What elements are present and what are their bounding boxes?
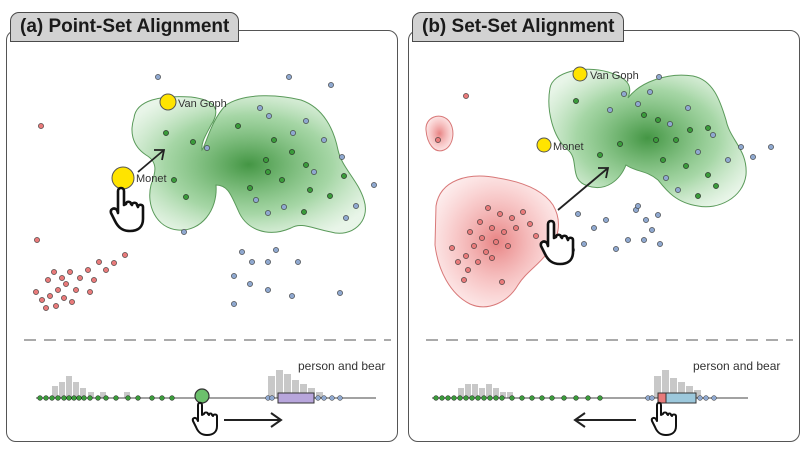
highlight-point-bottom[interactable] (536, 137, 552, 153)
green-points (573, 98, 719, 199)
highlight-point-top[interactable] (159, 93, 177, 111)
panel-title: (b) Set-Set Alignment (412, 12, 625, 42)
arrow-icon (224, 412, 283, 428)
point-label-bottom: Monet (136, 173, 167, 185)
green-cluster-region[interactable] (131, 95, 366, 234)
embedding-view: Van Goph Monet person and bear (425, 66, 793, 436)
histogram-caption: person and bear (298, 359, 385, 373)
arrow-icon (137, 149, 166, 173)
point-label-top: Van Goph (590, 70, 639, 82)
histogram-caption: person and bear (693, 359, 780, 373)
blue-points (569, 74, 774, 253)
panel-set-set-alignment: (b) Set-Set Alignment (408, 0, 800, 450)
embedding-view: Van Goph Monet person and bear (24, 74, 391, 436)
strip-points-blue (265, 395, 343, 401)
dragged-point[interactable] (194, 388, 210, 404)
strip-points-blue (645, 395, 717, 401)
range-box[interactable] (665, 392, 697, 404)
range-box-red[interactable] (657, 392, 667, 404)
point-label-top: Van Goph (178, 98, 227, 110)
red-points (435, 93, 539, 285)
red-points (33, 123, 128, 311)
blue-points (155, 74, 377, 307)
histogram-bars (458, 370, 701, 398)
green-points (163, 123, 347, 215)
panel-title: (a) Point-Set Alignment (10, 12, 240, 42)
histogram-bars (52, 370, 323, 398)
point-label-bottom: Monet (553, 141, 584, 153)
strip-points (37, 395, 175, 401)
highlight-point-bottom[interactable] (111, 166, 135, 190)
hand-pointer-icon (539, 219, 575, 266)
arrow-icon (573, 412, 636, 428)
hand-pointer-icon (109, 186, 145, 233)
green-cluster-region[interactable] (548, 68, 747, 208)
strip-points (433, 395, 603, 401)
hand-pointer-icon (191, 401, 218, 436)
panel-point-set-alignment: (a) Point-Set Alignment (6, 0, 398, 450)
range-box[interactable] (277, 392, 315, 404)
hand-pointer-icon (650, 401, 677, 436)
highlight-point-top[interactable] (572, 66, 588, 82)
arrow-icon (557, 167, 610, 211)
